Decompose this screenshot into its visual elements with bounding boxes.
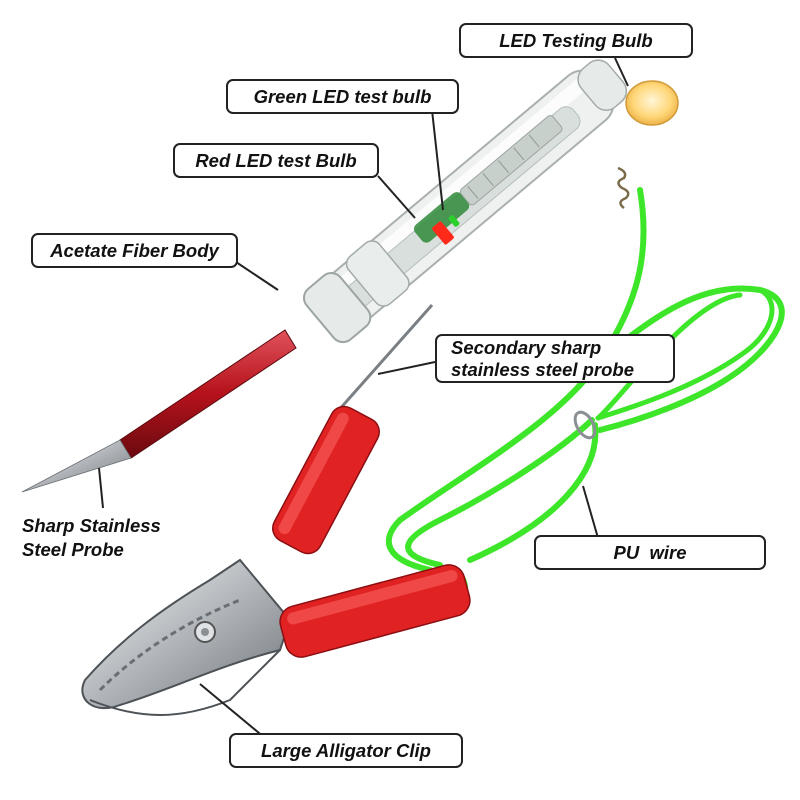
wire-spring (617, 166, 630, 209)
label-led-testing-bulb: LED Testing Bulb (499, 29, 653, 51)
secondary-probe (272, 304, 434, 555)
label-alligator-clip: Large Alligator Clip (261, 739, 431, 761)
callout-acetate-body: Acetate Fiber Body (31, 233, 238, 268)
label-sharp-probe-line1: Sharp Stainless (22, 515, 161, 536)
label-secondary-probe-line1: Secondary sharp (451, 337, 602, 359)
callout-green-led: Green LED test bulb (226, 79, 459, 114)
callout-pu-wire: PU wire (534, 535, 766, 570)
label-secondary-probe-line2: stainless steel probe (451, 358, 635, 380)
red-led (432, 221, 454, 245)
wire-clip-ring (573, 410, 597, 440)
main-probe (21, 329, 297, 493)
label-pu-wire: PU wire (613, 541, 687, 563)
alligator-clip (81, 558, 471, 716)
callout-secondary-probe: Secondary sharp stainless steel probe (435, 334, 675, 383)
label-sharp-probe-line2: Steel Probe (22, 539, 124, 561)
callout-led-testing-bulb: LED Testing Bulb (459, 23, 693, 58)
callout-red-led: Red LED test Bulb (173, 143, 379, 178)
green-led (448, 215, 460, 227)
label-acetate-body: Acetate Fiber Body (50, 239, 219, 261)
label-red-led: Red LED test Bulb (195, 149, 357, 171)
tester-body (302, 59, 628, 344)
label-sharp-probe: Sharp Stainless Steel Probe (22, 514, 161, 562)
label-green-led: Green LED test bulb (253, 85, 432, 107)
leader-lines (98, 57, 629, 739)
callout-alligator-clip: Large Alligator Clip (229, 733, 463, 768)
led-testing-bulb (625, 80, 679, 126)
